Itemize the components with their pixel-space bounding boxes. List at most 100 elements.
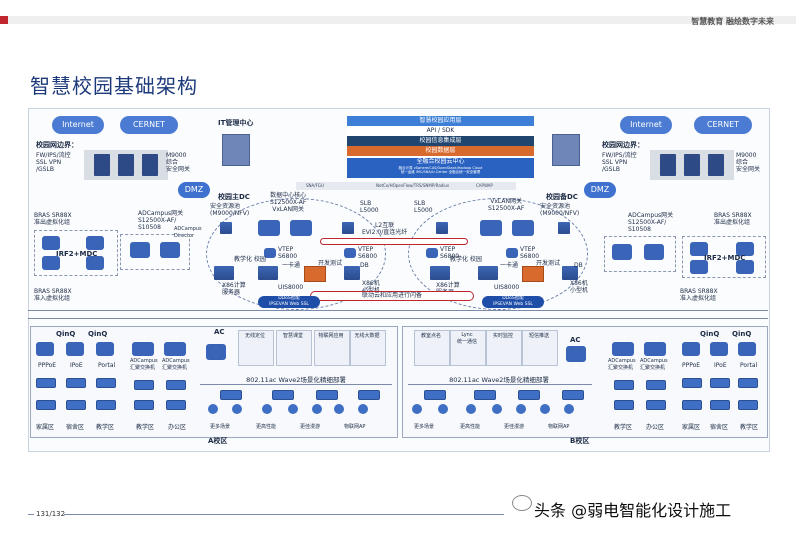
trunk-line	[28, 318, 768, 319]
irf-group-left	[34, 230, 118, 276]
campus-a-qinq-2: QinQ	[88, 330, 108, 338]
poe-switch-icon	[424, 390, 446, 400]
core-switch-icon	[512, 220, 534, 236]
brand-red-mark	[0, 16, 8, 24]
campus-a-zone-4: 教学区	[136, 424, 155, 431]
app-tile	[238, 330, 274, 366]
layer-cloud: 全融合校园云中心 融合计算 vSphere/CAS/OpenStack/Hado…	[347, 158, 534, 178]
campus-b-zone-1: 教学区	[614, 424, 633, 431]
access-router-icon	[738, 342, 756, 356]
campus-a-access-1: PPPoE	[38, 362, 57, 369]
main-server-label-1: 教学化 校园	[234, 256, 266, 263]
app-tile	[522, 330, 558, 366]
campus-a-app-4: 无线大数据	[354, 333, 380, 339]
firewall-icon	[94, 154, 110, 176]
access-switch-icon	[682, 400, 702, 410]
main-dc-core: 数据中心核心 S12500X-AF VxLAN网关	[270, 192, 307, 213]
protocol-bar: SNA/FGU NetCo/HOpenFlow/TRS/SNMP/Radius …	[296, 182, 516, 190]
campus-a-app-2: 智慧课堂	[282, 333, 303, 339]
poe-switch-icon	[518, 390, 540, 400]
internet-cloud-right: Internet	[620, 116, 672, 134]
campus-b-wifi: 802.11ac Wave2场景化精细部署	[449, 376, 549, 384]
ap-icon	[312, 404, 322, 414]
poe-switch-icon	[474, 390, 496, 400]
poe-switch-icon	[220, 390, 242, 400]
access-switch-icon	[36, 378, 56, 388]
access-switch-icon	[646, 400, 666, 410]
campus-a-zone-3: 教学区	[96, 424, 115, 431]
access-switch-icon	[738, 400, 758, 410]
ap-icon	[492, 404, 502, 414]
slb-device-icon	[342, 222, 354, 234]
irf-label-right: IRF2+MDC	[704, 254, 746, 262]
layer-data: 校园数据层	[347, 146, 534, 156]
main-server-label-3: 开发测试	[318, 260, 343, 267]
wifi-line	[200, 384, 392, 385]
campus-b-app-4: 短信推送	[528, 333, 549, 339]
firewall-icon	[660, 154, 676, 176]
campus-a-zone-2: 宿舍区	[66, 424, 85, 431]
storage-rack-icon	[522, 266, 544, 282]
access-switch-icon	[614, 380, 634, 390]
layer-cloud-sub2: 统一运维 iMC/SNA/U-Center 全融合统一安全管理	[400, 170, 481, 174]
wechat-icon	[512, 495, 532, 511]
bras-router-icon	[86, 256, 104, 270]
main-server-label-4: DB	[360, 262, 369, 269]
ap-icon	[232, 404, 242, 414]
storage-rack-icon	[304, 266, 326, 282]
campus-b-adc-1: ADCampus 汇聚交换机	[608, 358, 636, 371]
backup-storage-label-2: UIS8000	[494, 284, 520, 291]
adc-gateway-left: ADCampus网关 S12500X-AF/ S10508	[138, 210, 184, 231]
firewall-icon	[118, 154, 134, 176]
campus-a-ac-label: AC	[214, 328, 225, 336]
poe-switch-icon	[316, 390, 338, 400]
internet-cloud-left: Internet	[52, 116, 104, 134]
bras-top-left: BRAS SR88X 准出虚拟化组	[34, 212, 72, 226]
backup-vtep-2: VTEP S6800	[520, 246, 540, 260]
campus-a-zone-1: 家属区	[36, 424, 55, 431]
campus-a-wifi: 802.11ac Wave2场景化精细部署	[246, 376, 346, 384]
campus-b-zone-3: 家属区	[682, 424, 701, 431]
access-router-icon	[36, 342, 54, 356]
campus-b-ap-1: 更多场景	[414, 424, 435, 430]
ac-controller-icon	[206, 344, 226, 360]
main-vtep-1: VTEP S6800	[278, 246, 298, 260]
campus-a-name: A校区	[208, 437, 228, 445]
adc-agg-switch-icon	[132, 342, 154, 356]
dmz-left: DMZ	[178, 182, 210, 198]
campus-b-app-3: 实时监控	[492, 333, 513, 339]
access-switch-icon	[66, 400, 86, 410]
brand-slogan: 智慧教育 融绘数字未来	[691, 17, 774, 26]
core-switch-icon	[258, 220, 280, 236]
campus-a-access-2: IPoE	[70, 362, 83, 369]
campus-b-name: B校区	[570, 437, 590, 445]
cloud-ops-link: 联动云和应用进行闪备	[310, 291, 474, 301]
layer-app: 智慧校园应用层	[347, 116, 534, 126]
bras-router-icon	[736, 260, 754, 274]
bras-router-icon	[86, 236, 104, 250]
db-server-icon	[344, 266, 360, 280]
adc-switch-icon	[612, 244, 632, 260]
backup-vtep-1: VTEP S6800	[440, 246, 460, 260]
access-router-icon	[96, 342, 114, 356]
access-router-icon	[66, 342, 84, 356]
campus-b-access-2: IPoE	[714, 362, 727, 369]
backup-dc-core: VxLAN网关 S12500X-AF	[488, 198, 525, 212]
access-router-icon	[682, 342, 700, 356]
m9000-label-left: M9000 综合 安全网关	[166, 152, 191, 173]
main-storage-label-3: X86机 小型机	[362, 280, 380, 294]
m9000-label-right: M9000 综合 安全网关	[736, 152, 761, 173]
campus-a-access-3: Portal	[98, 362, 116, 369]
footer-rule	[64, 514, 504, 515]
campus-b-ap-2: 更高性能	[460, 424, 481, 430]
ap-icon	[412, 404, 422, 414]
slb-device-icon	[436, 222, 448, 234]
access-switch-icon	[614, 400, 634, 410]
campus-b-qinq-2: QinQ	[732, 330, 752, 338]
page-title: 智慧校园基础架构	[30, 74, 198, 98]
campus-b-zone-4: 宿舍区	[710, 424, 729, 431]
evi-link	[320, 238, 468, 245]
bras-bottom-left: BRAS SR88X 准入虚拟化组	[34, 288, 72, 302]
campus-b-app-1: 教室点名	[420, 333, 441, 339]
campus-b-zone-2: 办公区	[646, 424, 665, 431]
